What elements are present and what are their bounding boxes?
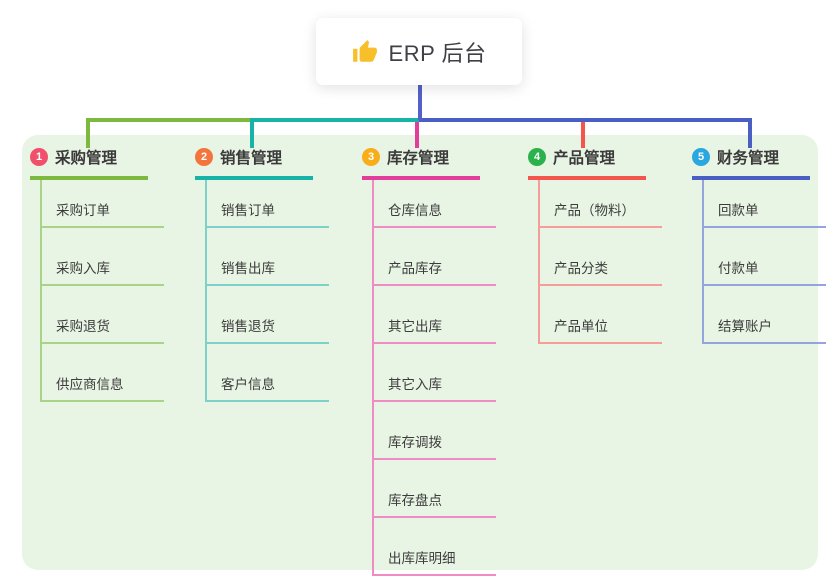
child-node[interactable]: 产品库存 [374,228,496,286]
branch-node-finance[interactable]: 5 财务管理 [692,146,810,180]
child-node[interactable]: 供应商信息 [42,344,164,402]
branch-number-badge: 1 [30,148,48,166]
branch-label: 采购管理 [55,150,118,167]
child-node-label: 销售订单 [221,203,275,218]
child-node-label: 产品单位 [554,319,608,334]
branch-label: 财务管理 [717,150,780,167]
child-node-label: 采购入库 [56,261,110,276]
child-node[interactable]: 产品单位 [540,286,662,344]
child-node-label: 库存调拨 [388,435,442,450]
child-node-label: 其它出库 [388,319,442,334]
root-node[interactable]: ERP 后台 [316,18,522,85]
branch-node-inventory[interactable]: 3 库存管理 [362,146,480,180]
child-node[interactable]: 客户信息 [207,344,329,402]
child-node-label: 仓库信息 [388,203,442,218]
child-node-label: 付款单 [718,261,759,276]
branch-children-finance: 回款单 付款单 结算账户 [702,180,826,344]
child-node[interactable]: 付款单 [704,228,826,286]
connector-horizontal-finance [419,118,752,122]
child-node-label: 其它入库 [388,377,442,392]
branch-number-badge: 4 [528,148,546,166]
branch-node-sales[interactable]: 2 销售管理 [195,146,313,180]
branch-number-badge: 5 [692,148,710,166]
connector-stub-inventory [415,120,419,148]
connector-horizontal-sales [250,118,419,122]
branch-label: 库存管理 [387,150,450,167]
branch-node-purchase[interactable]: 1 采购管理 [30,146,148,180]
root-node-label: ERP 后台 [388,40,487,66]
child-node-label: 销售退货 [221,319,275,334]
child-node[interactable]: 采购退货 [42,286,164,344]
child-node[interactable]: 出库库明细 [374,518,496,576]
branch-children-product: 产品（物料） 产品分类 产品单位 [538,180,662,344]
connector-stub-finance [748,118,752,148]
child-node[interactable]: 其它出库 [374,286,496,344]
child-node-label: 产品（物料） [554,203,635,218]
child-node[interactable]: 销售退货 [207,286,329,344]
child-node[interactable]: 采购入库 [42,228,164,286]
child-node-label: 出库库明细 [388,551,456,566]
child-node[interactable]: 采购订单 [42,180,164,228]
child-node[interactable]: 销售出库 [207,228,329,286]
child-node[interactable]: 结算账户 [704,286,826,344]
child-node-label: 客户信息 [221,377,275,392]
child-node[interactable]: 库存调拨 [374,402,496,460]
branch-children-inventory: 仓库信息 产品库存 其它出库 其它入库 库存调拨 库存盘点 出库库明细 [372,180,496,576]
child-node[interactable]: 产品分类 [540,228,662,286]
child-node-label: 采购订单 [56,203,110,218]
child-node-label: 销售出库 [221,261,275,276]
child-node-label: 回款单 [718,203,759,218]
child-node[interactable]: 仓库信息 [374,180,496,228]
thumbs-up-icon [352,39,378,65]
child-node-label: 结算账户 [718,319,772,334]
mindmap-background-panel [22,135,818,570]
connector-stub-purchase [86,118,90,148]
branch-node-product[interactable]: 4 产品管理 [528,146,646,180]
connector-stub-sales [250,118,254,148]
child-node-label: 采购退货 [56,319,110,334]
connector-stub-product [581,118,585,148]
child-node-label: 产品库存 [388,261,442,276]
child-node[interactable]: 产品（物料） [540,180,662,228]
branch-children-purchase: 采购订单 采购入库 采购退货 供应商信息 [40,180,164,402]
child-node[interactable]: 库存盘点 [374,460,496,518]
branch-children-sales: 销售订单 销售出库 销售退货 客户信息 [205,180,329,402]
connector-horizontal-purchase [86,118,252,122]
child-node-label: 供应商信息 [56,377,124,392]
connector-root [418,85,422,120]
branch-number-badge: 3 [362,148,380,166]
child-node[interactable]: 其它入库 [374,344,496,402]
child-node-label: 库存盘点 [388,493,442,508]
branch-label: 销售管理 [220,150,283,167]
branch-label: 产品管理 [553,150,616,167]
child-node[interactable]: 销售订单 [207,180,329,228]
branch-number-badge: 2 [195,148,213,166]
child-node-label: 产品分类 [554,261,608,276]
child-node[interactable]: 回款单 [704,180,826,228]
